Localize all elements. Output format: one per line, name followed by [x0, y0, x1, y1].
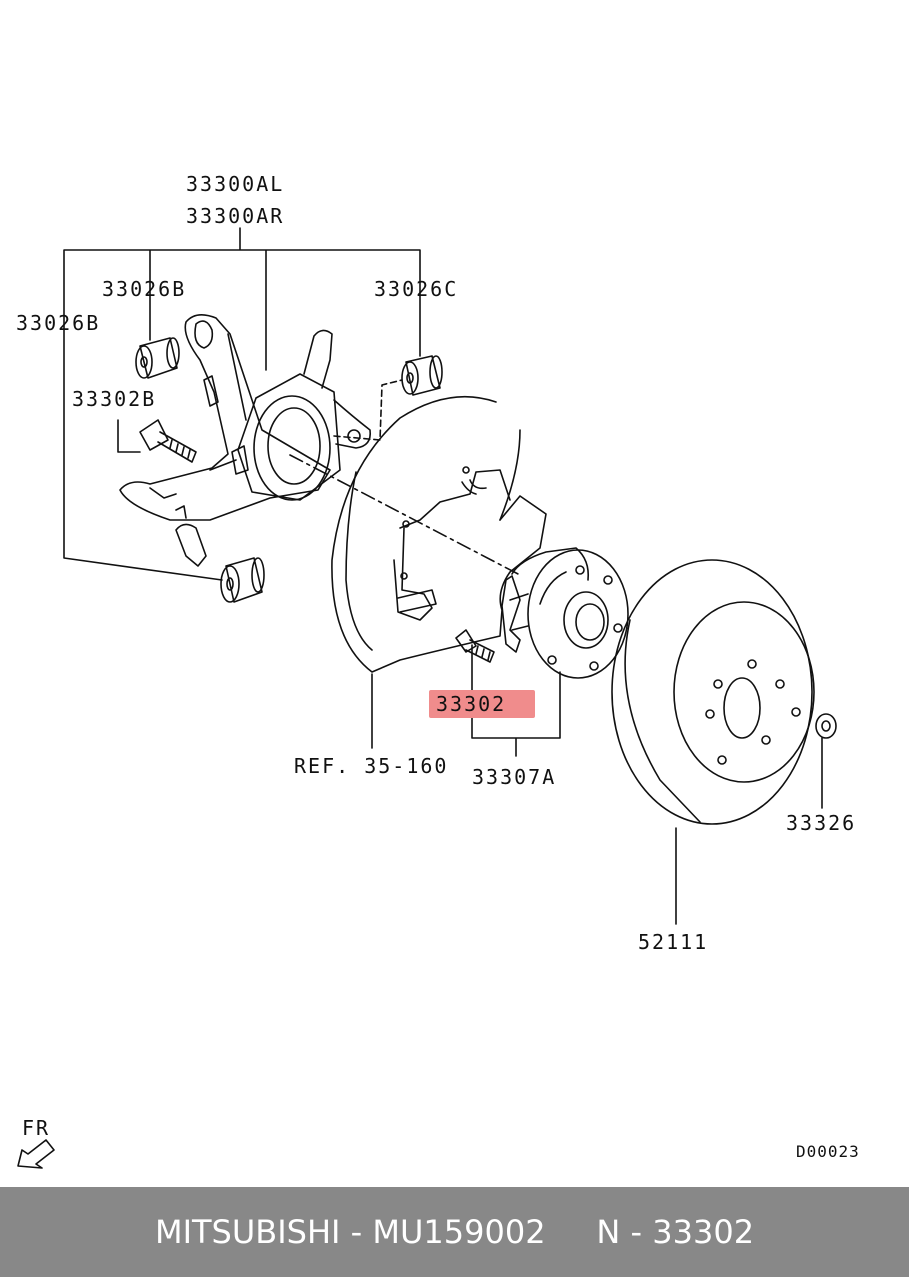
- label-33326: 33326: [786, 811, 857, 835]
- bushing-33026B-inner: [135, 337, 180, 379]
- label-33302: 33302: [436, 692, 507, 716]
- front-arrow-icon: [17, 1139, 55, 1169]
- highlight-33302: [429, 690, 535, 718]
- parts-diagram: 33300AL 33300AR 33026B 33026B 33026C 333…: [16, 172, 860, 1169]
- diagram-drawing: [17, 227, 837, 1169]
- footer-text: MITSUBISHI - MU159002 N - 33302: [154, 1213, 755, 1251]
- bolt-33302B: [139, 419, 197, 463]
- nut-33326: [815, 713, 837, 739]
- label-33026B-inner: 33026B: [102, 277, 187, 301]
- label-33300AR: 33300AR: [186, 204, 285, 228]
- knuckle-assembly: [119, 314, 372, 567]
- hub-stud-33302: [455, 629, 495, 663]
- label-33300AL: 33300AL: [186, 172, 285, 196]
- label-33302B: 33302B: [72, 387, 157, 411]
- hub-bearing-33307A: [501, 547, 629, 679]
- backing-plate: [331, 395, 547, 673]
- label-ref: REF. 35-160: [294, 754, 449, 778]
- label-33026B-outer: 33026B: [16, 311, 101, 335]
- label-33307A: 33307A: [472, 765, 557, 789]
- bushing-33026C: [401, 355, 443, 396]
- leader-lines: [63, 227, 823, 925]
- label-52111: 52111: [638, 930, 709, 954]
- brake-disc-52111: [611, 559, 815, 825]
- label-fr: FR: [22, 1116, 51, 1140]
- bushing-33026B-outer: [220, 557, 265, 603]
- label-33026C: 33026C: [374, 277, 459, 301]
- footer-bar: MITSUBISHI - MU159002 N - 33302: [0, 1187, 909, 1277]
- drawing-code: D00023: [796, 1142, 860, 1161]
